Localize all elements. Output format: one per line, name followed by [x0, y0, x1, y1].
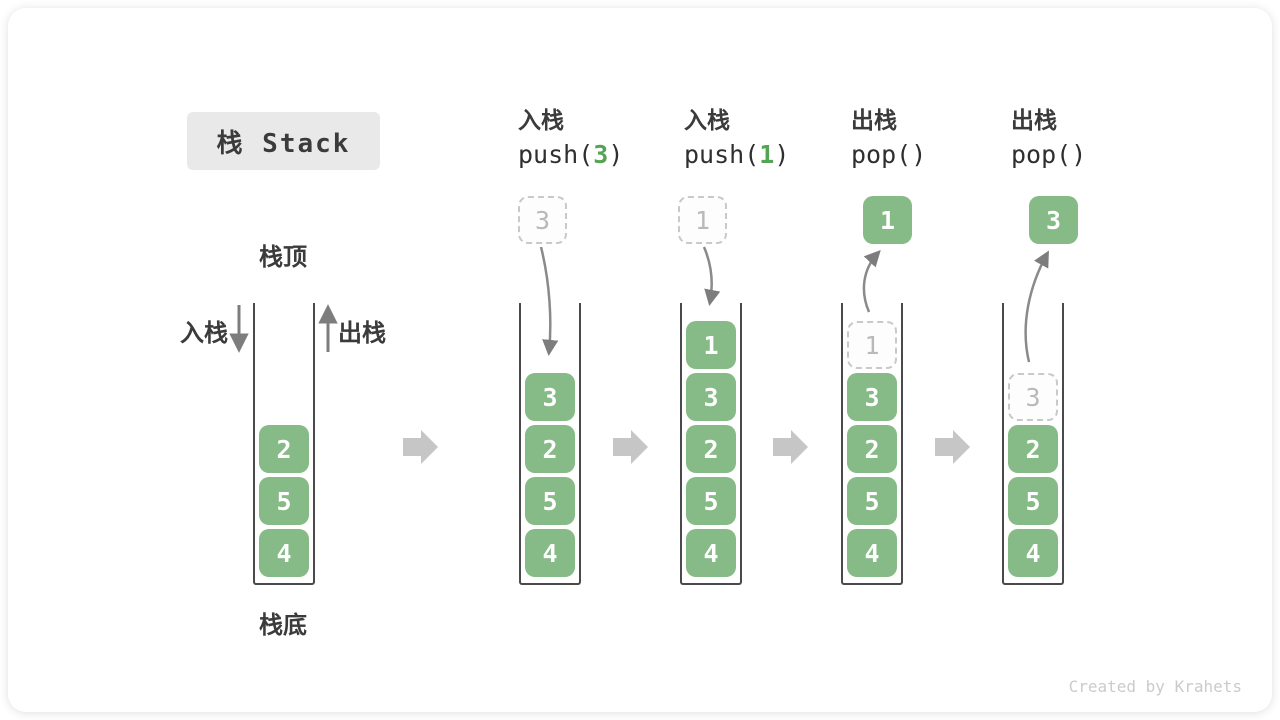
- floating-push-value: 1: [678, 196, 727, 244]
- stack-cell: 3: [847, 373, 897, 421]
- op-header-pop-3: 出栈 pop(): [1011, 104, 1161, 172]
- code-post: ): [1071, 140, 1087, 169]
- code-pre: push(: [518, 140, 594, 169]
- code-arg: 3: [593, 140, 609, 169]
- code-pre: pop(: [1011, 140, 1072, 169]
- code-post: ): [774, 140, 790, 169]
- stack-cell: 5: [259, 477, 309, 525]
- stack-cell: 4: [686, 529, 736, 577]
- stack-top-label: 栈顶: [259, 244, 307, 271]
- stack-cell: 4: [1008, 529, 1058, 577]
- code-arg: 1: [759, 140, 775, 169]
- op-header-pop-1: 出栈 pop(): [851, 104, 1001, 172]
- stack-cell: 5: [686, 477, 736, 525]
- stack-cell-ghost: 1: [847, 321, 897, 369]
- code-pre: pop(: [851, 140, 912, 169]
- pop-direction-label: 出栈: [338, 320, 386, 347]
- stack-cell-ghost: 3: [1008, 373, 1058, 421]
- op-kind-label: 入栈: [684, 107, 730, 133]
- op-code-label: push(1): [684, 138, 834, 172]
- stack-bottom-label: 栈底: [259, 612, 307, 639]
- op-header-push-3: 入栈 push(3): [518, 104, 668, 172]
- stack-cell: 5: [1008, 477, 1058, 525]
- op-code-label: pop(): [1011, 138, 1161, 172]
- stack-cell: 4: [259, 529, 309, 577]
- stack-cell: 5: [847, 477, 897, 525]
- code-post: ): [608, 140, 624, 169]
- code-post: ): [911, 140, 927, 169]
- op-kind-label: 出栈: [851, 107, 897, 133]
- stack-cell: 2: [525, 425, 575, 473]
- stack-cell: 4: [525, 529, 575, 577]
- stack-cell: 2: [686, 425, 736, 473]
- op-code-label: push(3): [518, 138, 668, 172]
- floating-pop-value: 3: [1029, 196, 1078, 244]
- stack-cell: 5: [525, 477, 575, 525]
- floating-pop-value: 1: [863, 196, 912, 244]
- stack-cell: 3: [686, 373, 736, 421]
- code-pre: push(: [684, 140, 760, 169]
- stack-cell: 2: [259, 425, 309, 473]
- stack-cell: 1: [686, 321, 736, 369]
- op-kind-label: 入栈: [518, 107, 564, 133]
- title-label: 栈 Stack: [216, 128, 351, 159]
- stack-cell: 4: [847, 529, 897, 577]
- stack-cell: 3: [525, 373, 575, 421]
- op-header-push-1: 入栈 push(1): [684, 104, 834, 172]
- push-direction-label: 入栈: [180, 320, 228, 347]
- title-badge: 栈 Stack: [187, 112, 380, 170]
- stack-cell: 2: [847, 425, 897, 473]
- watermark: Created by Krahets: [1068, 677, 1242, 696]
- stack-cell: 2: [1008, 425, 1058, 473]
- op-kind-label: 出栈: [1011, 107, 1057, 133]
- op-code-label: pop(): [851, 138, 1001, 172]
- floating-push-value: 3: [518, 196, 567, 244]
